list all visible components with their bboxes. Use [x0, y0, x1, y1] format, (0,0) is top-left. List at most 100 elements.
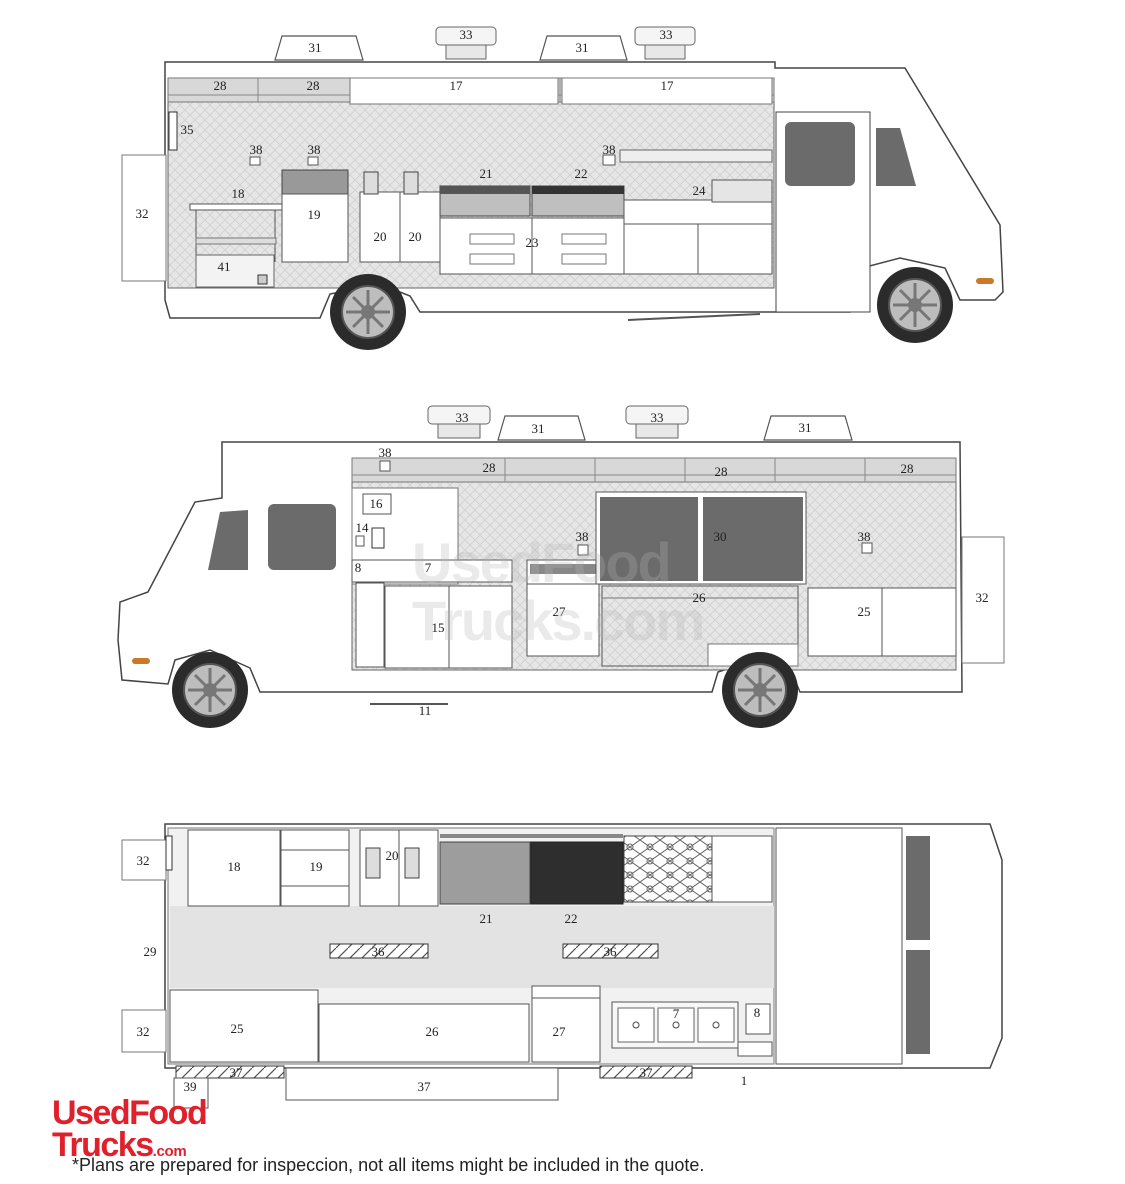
cab-window-a — [785, 122, 855, 186]
label-41: 41 — [218, 259, 231, 274]
label-26-a: 26 — [693, 590, 707, 605]
label-19-b: 19 — [310, 859, 323, 874]
label-36-b: 36 — [604, 944, 618, 959]
generator-box-32-c — [121, 839, 167, 881]
label-17-a: 17 — [450, 78, 464, 93]
label-30: 30 — [714, 529, 727, 544]
label-28-c: 28 — [483, 460, 496, 475]
service-shelf-37-a — [175, 1065, 285, 1079]
logo-line-1: UsedFood — [52, 1094, 208, 1132]
roof-vent-31-c — [497, 415, 586, 441]
windshield-b — [208, 510, 248, 570]
label-21-b: 21 — [480, 911, 493, 926]
roof-vent-31-d — [763, 415, 853, 441]
label-25-a: 25 — [858, 604, 871, 619]
label-27-b: 27 — [553, 1024, 567, 1039]
footnote: *Plans are prepared for inspeccion, not … — [72, 1155, 705, 1175]
roof-vent-31-a — [274, 35, 364, 61]
counter-26-top — [318, 1003, 530, 1063]
label-7-a: 7 — [425, 560, 432, 575]
label-39: 39 — [184, 1079, 197, 1094]
label-38-a: 38 — [250, 142, 263, 157]
label-20-c: 20 — [386, 848, 399, 863]
label-19-a: 19 — [308, 207, 321, 222]
rear-wheel-a — [328, 272, 408, 352]
generator-box-32-d — [121, 1009, 167, 1053]
usedfoodtrucks-logo: UsedFood Trucks.com — [52, 1094, 208, 1162]
range-burners-24-top — [623, 835, 713, 903]
hand-sink-8-top — [745, 1003, 771, 1035]
label-14: 14 — [356, 520, 370, 535]
label-21-a: 21 — [480, 166, 493, 181]
cab-window-b — [268, 504, 336, 570]
label-32-c: 32 — [137, 853, 150, 868]
label-37-c: 37 — [640, 1065, 654, 1080]
label-38-c: 38 — [603, 142, 616, 157]
equipment-27-top — [531, 985, 601, 1063]
label-27-a: 27 — [553, 604, 567, 619]
rear-wheel-b — [720, 650, 800, 730]
label-18-b: 18 — [228, 859, 241, 874]
label-22-a: 22 — [575, 166, 588, 181]
label-25-b: 25 — [231, 1021, 244, 1036]
exhaust-fan-33-d — [625, 405, 689, 439]
label-28-b: 28 — [307, 78, 320, 93]
label-31-c: 31 — [532, 421, 545, 436]
label-31-d: 31 — [799, 420, 812, 435]
exhaust-fan-33-a — [435, 26, 497, 60]
label-32-d: 32 — [137, 1024, 150, 1039]
label-26-b: 26 — [426, 1024, 440, 1039]
label-29: 29 — [144, 944, 157, 959]
side-view-top — [121, 26, 1004, 352]
windshield-a — [876, 128, 916, 186]
griddle-21-top — [439, 841, 531, 905]
label-18-a: 18 — [232, 186, 245, 201]
floor-mat-36-b — [562, 943, 659, 959]
label-32-b: 32 — [976, 590, 989, 605]
label-33-d: 33 — [651, 410, 664, 425]
equipment-19 — [281, 169, 349, 195]
light-38-e — [577, 544, 589, 556]
light-38-f — [861, 542, 873, 554]
label-7-b: 7 — [673, 1006, 680, 1021]
label-33-a: 33 — [460, 27, 473, 42]
light-38-b — [307, 156, 319, 166]
label-33-c: 33 — [456, 410, 469, 425]
exhaust-fan-33-c — [427, 405, 491, 439]
label-22-b: 22 — [565, 911, 578, 926]
top-view-floor-plan — [121, 823, 1003, 1109]
label-38-b: 38 — [308, 142, 321, 157]
label-11: 11 — [419, 703, 432, 718]
light-38-c — [602, 154, 616, 166]
front-wheel-b — [170, 650, 250, 730]
label-15: 15 — [432, 620, 445, 635]
label-33-b: 33 — [660, 27, 673, 42]
label-20-b: 20 — [409, 229, 422, 244]
logo-suffix: .com — [152, 1143, 187, 1161]
hand-sink-14 — [371, 527, 385, 549]
label-28-d: 28 — [715, 464, 728, 479]
label-24: 24 — [693, 183, 707, 198]
floor-mat-36-a — [329, 943, 429, 959]
label-17-b: 17 — [661, 78, 675, 93]
charbroiler-22-top — [530, 841, 624, 905]
front-wheel-a — [875, 265, 955, 345]
label-8-a: 8 — [355, 560, 362, 575]
label-38-f: 38 — [858, 529, 871, 544]
label-31-b: 31 — [576, 40, 589, 55]
label-16: 16 — [370, 496, 384, 511]
fire-extinguisher-35 — [168, 111, 178, 151]
label-37-b: 37 — [418, 1079, 432, 1094]
equipment-16 — [362, 493, 392, 515]
callout-labels: 31 33 31 33 28 28 17 17 35 38 38 38 32 1… — [136, 27, 989, 1094]
label-1: 1 — [741, 1073, 748, 1088]
equipment-27-side — [526, 583, 600, 657]
roof-vent-31-b — [539, 35, 628, 61]
label-35: 35 — [181, 122, 194, 137]
step-39 — [173, 1077, 209, 1109]
windshield-top-right — [906, 950, 930, 1054]
label-28-e: 28 — [901, 461, 914, 476]
prep-table-18 — [189, 203, 283, 211]
exhaust-hood-17-a — [349, 77, 559, 105]
